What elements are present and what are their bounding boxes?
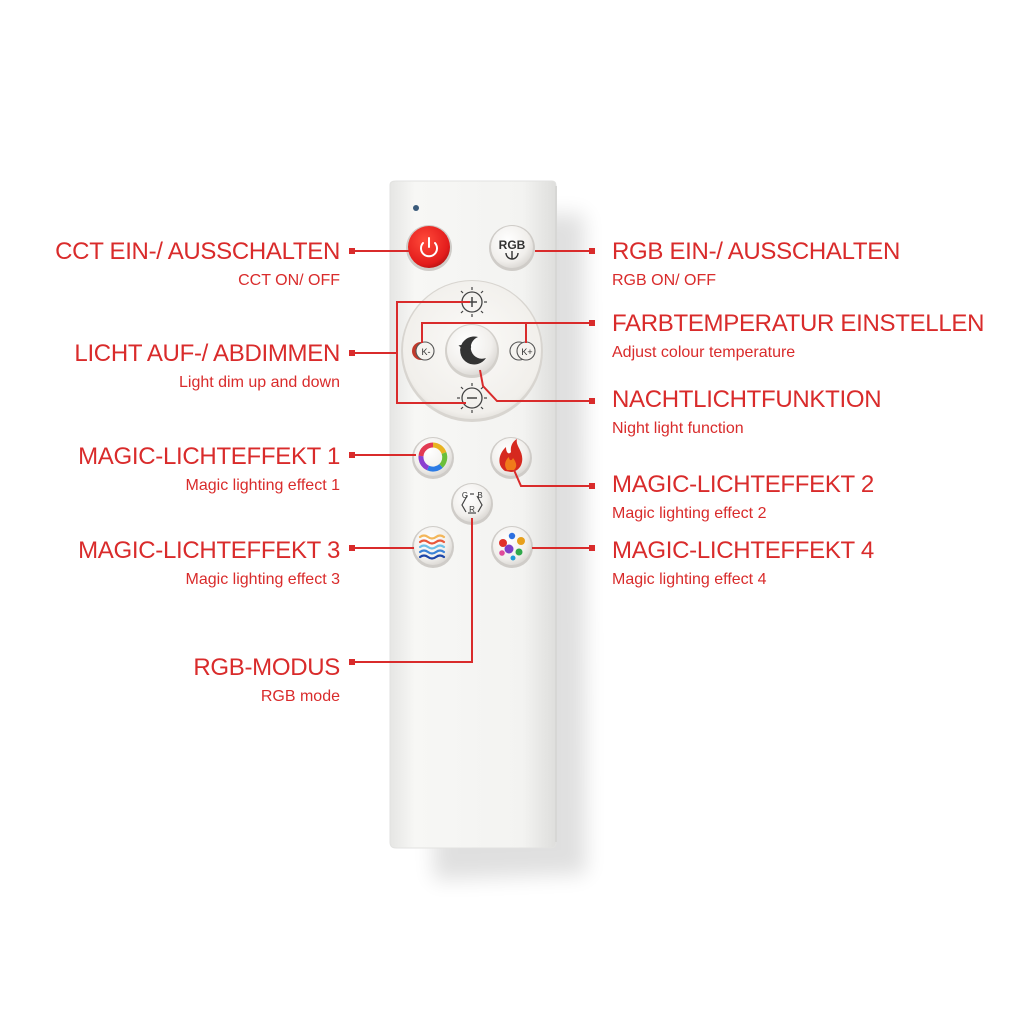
label-rgb-on-off: RGB EIN-/ AUSSCHALTEN RGB ON/ OFF (612, 238, 1012, 292)
label-de: NACHTLICHTFUNKTION (612, 386, 882, 413)
sun-icon (457, 383, 487, 413)
label-en: Magic lighting effect 3 (185, 571, 340, 588)
cct-power-button[interactable] (406, 225, 452, 271)
label-rgb-mode: RGB-MODUS RGB mode (10, 654, 340, 708)
label-de: MAGIC-LICHTEFFEKT 1 (78, 443, 340, 470)
label-de: MAGIC-LICHTEFFEKT 2 (612, 471, 874, 498)
rgb-power-button[interactable]: RGB (489, 225, 535, 271)
colour-temp-plus-button[interactable]: K+ (509, 341, 536, 361)
waves-icon (418, 534, 446, 560)
label-en: Magic lighting effect 1 (185, 477, 340, 494)
label-de: LICHT AUF-/ ABDIMMEN (74, 340, 340, 367)
label-en: Light dim up and down (179, 374, 340, 391)
cycle-icon (461, 493, 483, 514)
leader-lines (352, 250, 592, 663)
leader-endpoints (349, 248, 595, 665)
label-de: CCT EIN-/ AUSSCHALTEN (55, 238, 340, 265)
label-en: RGB ON/ OFF (612, 272, 716, 289)
rgb-mode-r: R (469, 505, 475, 514)
label-colour-temperature: FARBTEMPERATUR EINSTELLEN Adjust colour … (612, 310, 1012, 364)
label-de: RGB-MODUS (193, 654, 340, 681)
label-en: CCT ON/ OFF (238, 272, 340, 289)
magic-effect-3-button[interactable] (412, 526, 454, 568)
label-en: Magic lighting effect 4 (612, 571, 767, 588)
dots-icon (499, 532, 525, 561)
magic-effect-1-button[interactable] (412, 437, 454, 479)
k-plus-label: K+ (521, 347, 532, 357)
rgb-mode-b: B (477, 491, 482, 500)
status-led-icon (413, 205, 419, 211)
label-magic-4: MAGIC-LICHTEFFEKT 4 Magic lighting effec… (612, 537, 1012, 591)
label-cct-on-off: CCT EIN-/ AUSSCHALTEN CCT ON/ OFF (10, 238, 340, 292)
rgb-mode-g: G (462, 491, 468, 500)
label-de: FARBTEMPERATUR EINSTELLEN (612, 310, 985, 337)
label-en: Magic lighting effect 2 (612, 505, 767, 522)
label-de: MAGIC-LICHTEFFEKT 3 (78, 537, 340, 564)
label-en: Night light function (612, 420, 744, 437)
night-light-button[interactable] (445, 324, 499, 378)
label-dimming: LICHT AUF-/ ABDIMMEN Light dim up and do… (10, 340, 340, 394)
moon-icon (460, 336, 486, 365)
label-night-light: NACHTLICHTFUNKTION Night light function (612, 386, 1012, 440)
magic-effect-4-button[interactable] (491, 526, 533, 568)
label-de: RGB EIN-/ AUSSCHALTEN (612, 238, 900, 265)
magic-effect-2-button[interactable] (490, 437, 532, 479)
label-magic-3: MAGIC-LICHTEFFEKT 3 Magic lighting effec… (10, 537, 340, 591)
brightness-down-button[interactable] (457, 383, 487, 413)
label-magic-2: MAGIC-LICHTEFFEKT 2 Magic lighting effec… (612, 471, 1012, 525)
rgb-mode-button[interactable]: G B R (451, 483, 493, 525)
fire-icon (499, 439, 523, 472)
label-en: Adjust colour temperature (612, 344, 796, 361)
label-magic-1: MAGIC-LICHTEFFEKT 1 Magic lighting effec… (10, 443, 340, 497)
k-minus-label: K- (422, 347, 431, 357)
rgb-power-label: RGB (499, 238, 526, 252)
power-icon (420, 237, 438, 258)
label-de: MAGIC-LICHTEFFEKT 4 (612, 537, 874, 564)
color-wheel-icon (418, 442, 448, 472)
colour-temp-minus-button[interactable]: K- (412, 341, 435, 361)
star-icon (458, 342, 468, 351)
label-en: RGB mode (260, 688, 340, 705)
